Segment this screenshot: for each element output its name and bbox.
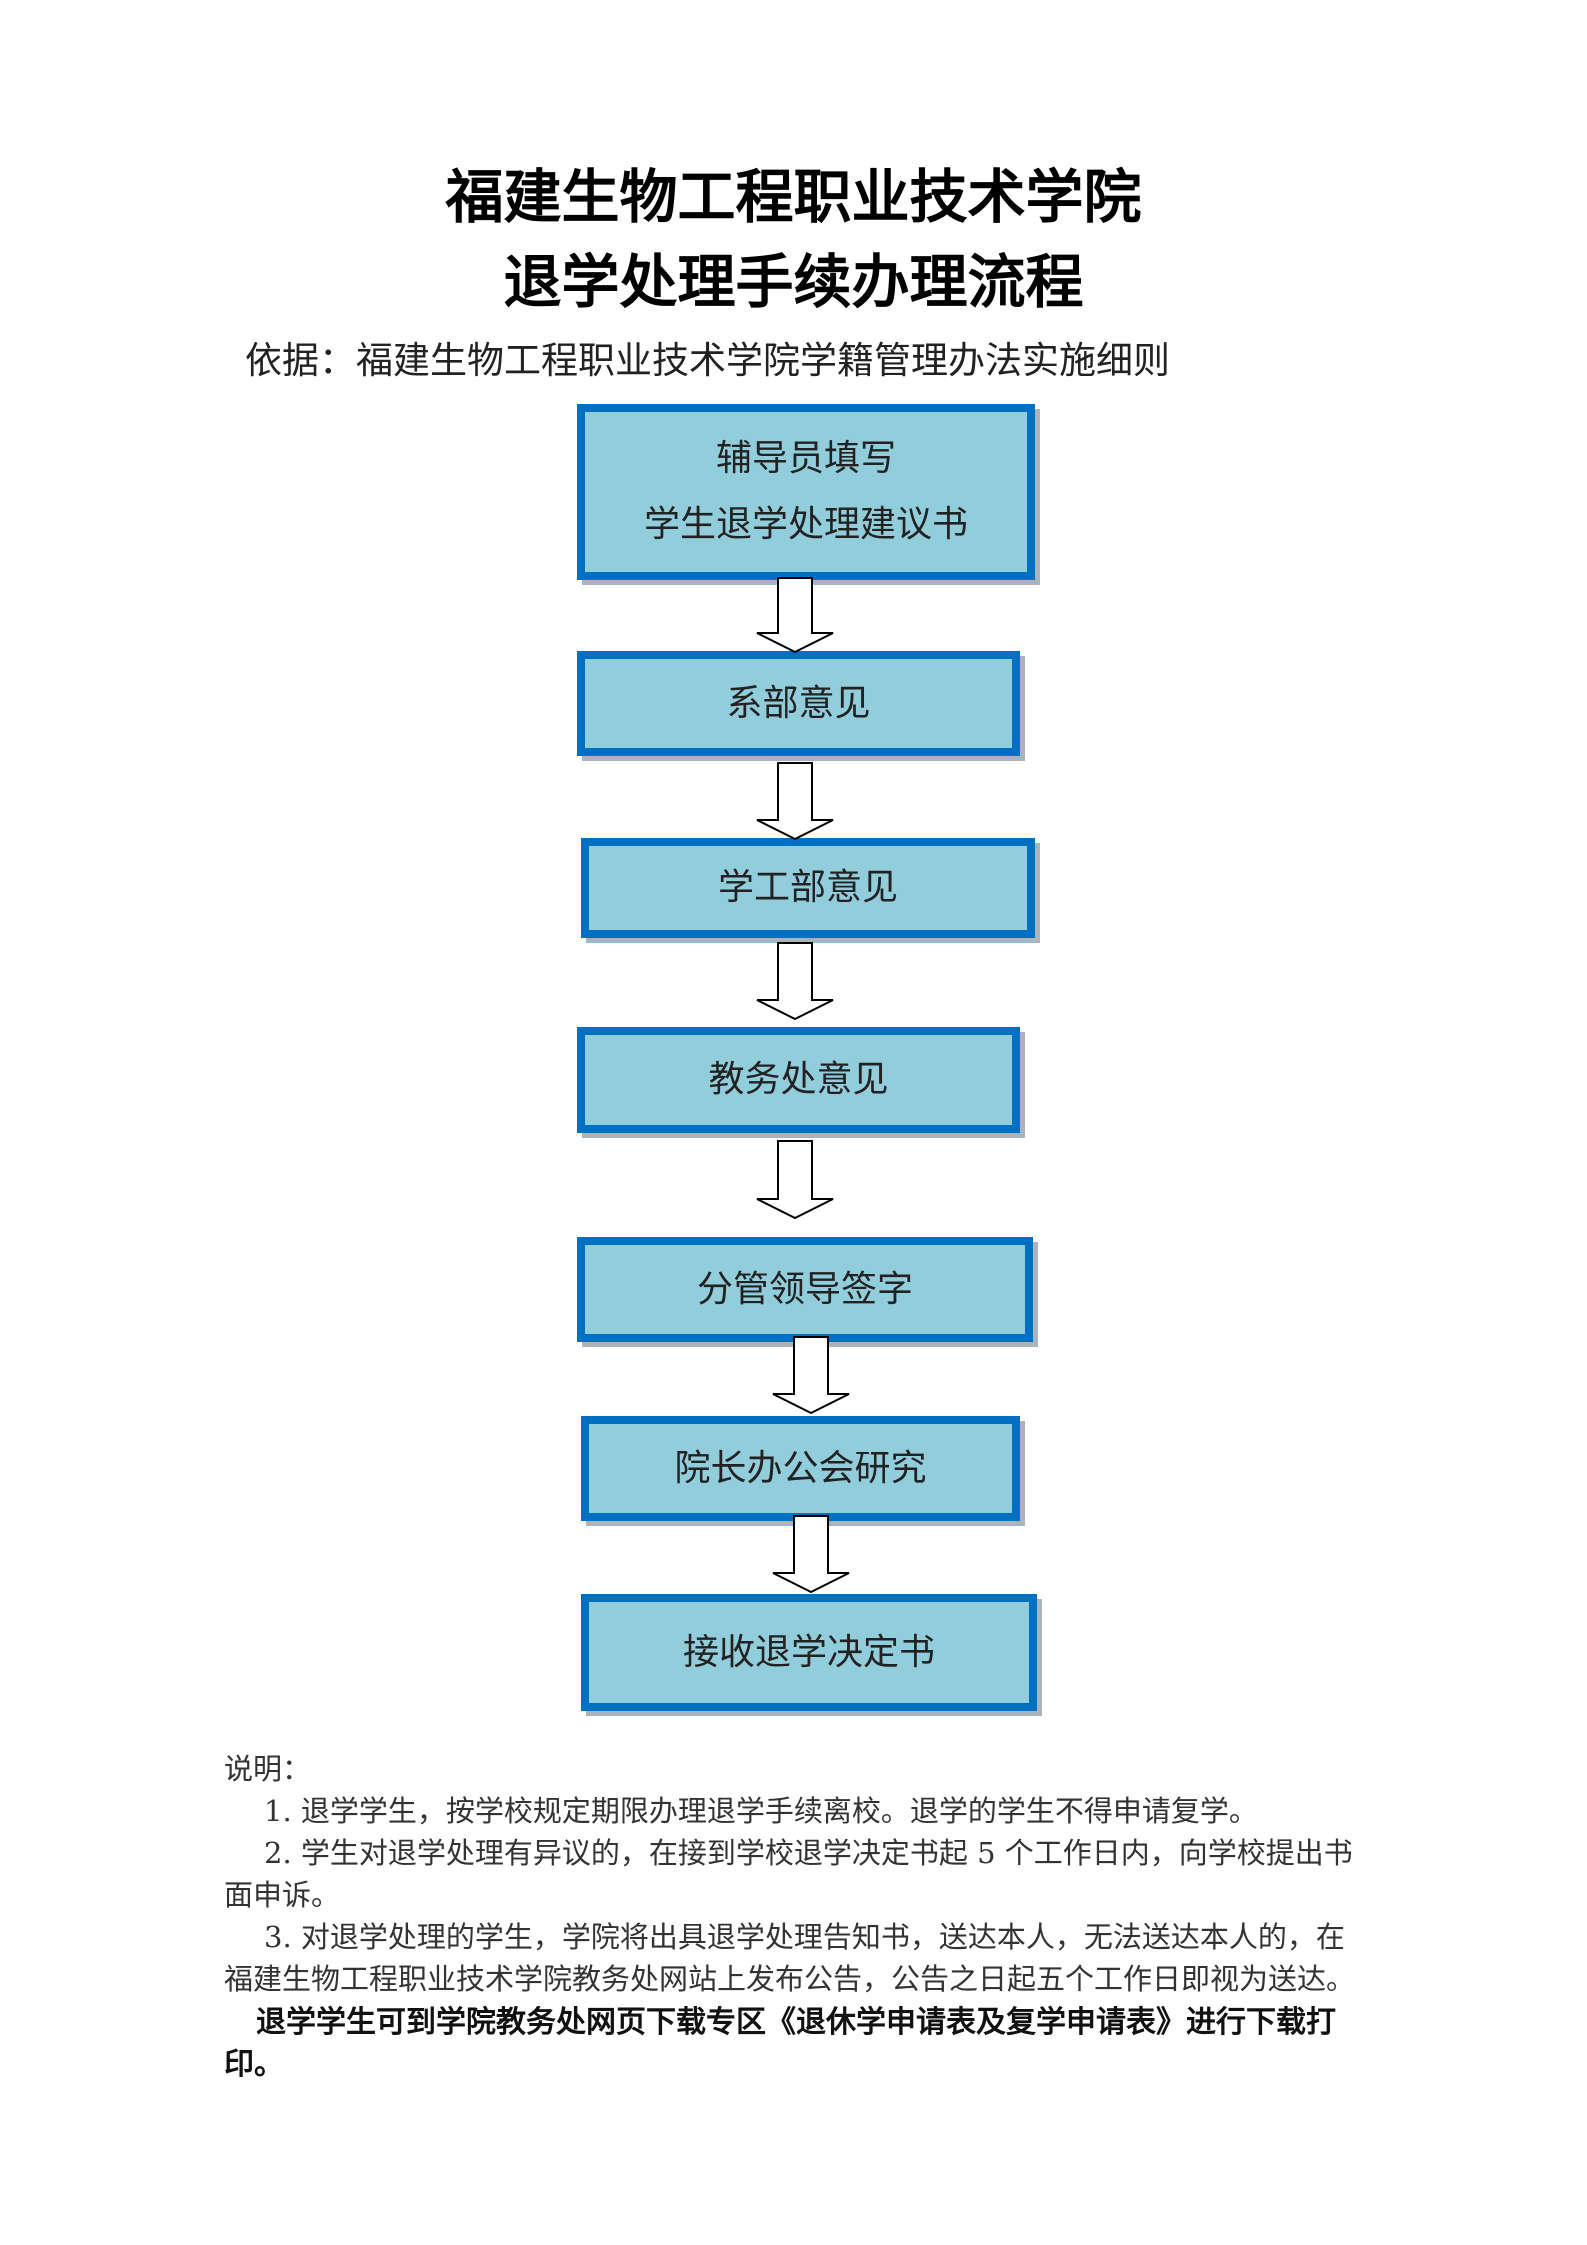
- step-label: 辅导员填写: [715, 438, 896, 479]
- flow-step-receive-decision: 接收退学决定书: [581, 1594, 1037, 1711]
- step-label: 分管领导签字: [696, 1268, 913, 1310]
- down-arrow-icon: [756, 577, 834, 653]
- note-item-1: 1. 退学学生，按学校规定期限办理退学手续离校。退学的学生不得申请复学。: [264, 1794, 1258, 1828]
- flow-step-student-affairs: 学工部意见: [581, 838, 1035, 938]
- down-arrow-icon: [756, 1140, 834, 1219]
- flow-step-academic-affairs: 教务处意见: [577, 1027, 1020, 1133]
- flow-step-leader-signature: 分管领导签字: [577, 1237, 1033, 1342]
- flow-step-department: 系部意见: [577, 651, 1020, 756]
- down-arrow-icon: [772, 1515, 850, 1593]
- step-label: 学生退学处理建议书: [643, 504, 968, 545]
- flow-step-counselor: 辅导员填写 学生退学处理建议书: [577, 404, 1035, 580]
- step-label: 接收退学决定书: [682, 1631, 935, 1673]
- down-arrow-icon: [772, 1336, 850, 1414]
- download-instruction: 退学学生可到学院教务处网页下载专区《退休学申请表及复学申请表》进行下载打印。: [224, 2005, 1336, 2082]
- document-title-line2: 退学处理手续办理流程: [503, 248, 1084, 316]
- step-label: 学工部意见: [717, 867, 898, 908]
- down-arrow-icon: [756, 942, 834, 1020]
- step-label: 系部意见: [726, 682, 871, 724]
- note-item-3: 3. 对退学处理的学生，学院将出具退学处理告知书，送达本人，无法送达本人的，在福…: [224, 1920, 1356, 1996]
- notes-section: 说明： 1. 退学学生，按学校规定期限办理退学手续离校。退学的学生不得申请复学。…: [224, 1748, 1359, 2086]
- basis-text: 依据：福建生物工程职业技术学院学籍管理办法实施细则: [245, 339, 1170, 382]
- document-title-line1: 福建生物工程职业技术学院: [445, 163, 1142, 231]
- notes-heading: 说明：: [224, 1752, 312, 1786]
- step-label: 院长办公会研究: [674, 1447, 927, 1489]
- note-item-2: 2. 学生对退学处理有异议的，在接到学校退学决定书起 5 个工作日内，向学校提出…: [224, 1836, 1353, 1912]
- down-arrow-icon: [756, 762, 834, 840]
- flow-step-president-meeting: 院长办公会研究: [581, 1416, 1020, 1521]
- step-label: 教务处意见: [708, 1059, 889, 1100]
